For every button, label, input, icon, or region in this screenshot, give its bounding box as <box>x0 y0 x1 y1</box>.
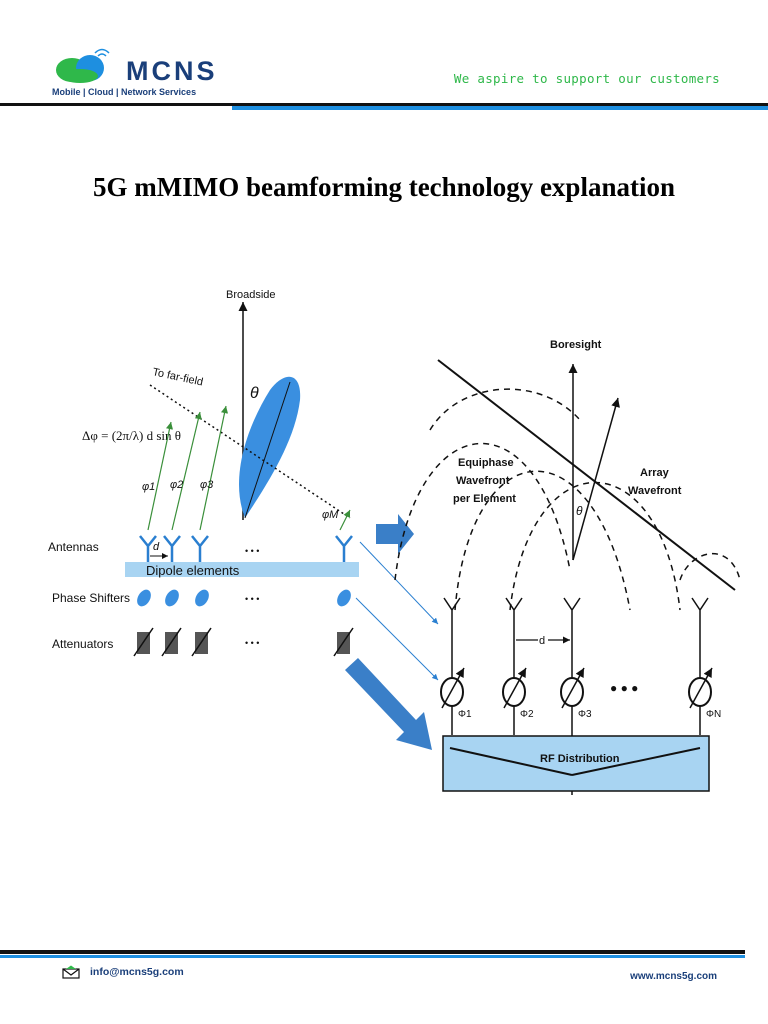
brand-name: MCNS <box>126 56 218 86</box>
right-arrow-shape <box>376 514 414 554</box>
email-contact: info@mcns5g.com <box>62 965 184 979</box>
website-link[interactable]: www.mcns5g.com <box>630 971 717 982</box>
attenuator-icons <box>133 627 354 657</box>
attenuators-label: Attenuators <box>52 637 113 651</box>
beam-lobe <box>239 376 301 518</box>
cloud-icon <box>56 55 104 83</box>
dipole-bar <box>125 562 359 577</box>
footer-rule-blue <box>0 955 745 958</box>
header-rule-blue <box>232 106 768 110</box>
tagline: We aspire to support our customers <box>453 71 720 86</box>
Phi1-label: Φ1 <box>458 709 472 720</box>
phi2-label: φ2 <box>170 479 183 491</box>
broadside-label: Broadside <box>226 289 276 301</box>
phi1-label: φ1 <box>142 481 155 493</box>
mail-icon <box>62 965 80 979</box>
signal-icon <box>94 48 110 57</box>
rf-distribution-box <box>442 735 710 792</box>
down-arrow-shape <box>345 658 432 750</box>
theta2-label: θ <box>576 504 583 518</box>
header-rule-black <box>0 103 768 106</box>
boresight-label: Boresight <box>550 339 602 351</box>
dipole-label: Dipole elements <box>146 563 240 578</box>
phase-circle-slashes <box>441 667 713 709</box>
equiphase-label-2: Wavefront <box>456 475 510 487</box>
phase-ellipsis: • • • <box>245 594 259 604</box>
phase-dots: ● ● ● <box>610 681 638 695</box>
phiM-label: φM <box>322 509 339 521</box>
page-title: 5G mMIMO beamforming technology explanat… <box>93 172 675 202</box>
theta-label: θ <box>250 385 259 402</box>
PhiN-label: ΦN <box>706 709 721 720</box>
Phi2-label: Φ2 <box>520 709 534 720</box>
brand-subtitle: Mobile | Cloud | Network Services <box>52 87 196 97</box>
antenna-icons <box>139 535 353 562</box>
phase-shifter-icons <box>137 589 351 607</box>
left-diagram: Broadside θ To far-field Δφ = (2π/λ) d s… <box>48 289 439 750</box>
array-label-1: Array <box>640 467 670 479</box>
beamforming-figure: Broadside θ To far-field Δφ = (2π/λ) d s… <box>48 289 740 795</box>
right-diagram: Boresight θ Array Wavefront Equiphase Wa… <box>394 339 740 795</box>
phase-shifters-label: Phase Shifters <box>52 591 130 605</box>
mcns-logo: MCNS Mobile | Cloud | Network Services <box>52 48 218 97</box>
attenuator-ellipsis: • • • <box>245 638 259 648</box>
wavefront-arcs <box>394 388 740 611</box>
Phi3-label: Φ3 <box>578 709 592 720</box>
phase-formula: Δφ = (2π/λ) d sin θ <box>82 428 181 443</box>
phi3-label: φ3 <box>200 479 214 491</box>
email-link[interactable]: info@mcns5g.com <box>90 966 184 978</box>
d-spacing-label: d <box>153 541 160 553</box>
equiphase-label-3: per Element <box>453 493 516 505</box>
far-field-label: To far-field <box>151 366 204 388</box>
antennas-label: Antennas <box>48 540 99 554</box>
array-label-2: Wavefront <box>628 485 682 497</box>
d2-label: d <box>539 635 545 647</box>
rf-distribution-label: RF Distribution <box>540 753 620 765</box>
footer-rule-black <box>0 950 745 954</box>
antenna-ellipsis: • • • <box>245 546 259 556</box>
equiphase-label-1: Equiphase <box>458 457 514 469</box>
